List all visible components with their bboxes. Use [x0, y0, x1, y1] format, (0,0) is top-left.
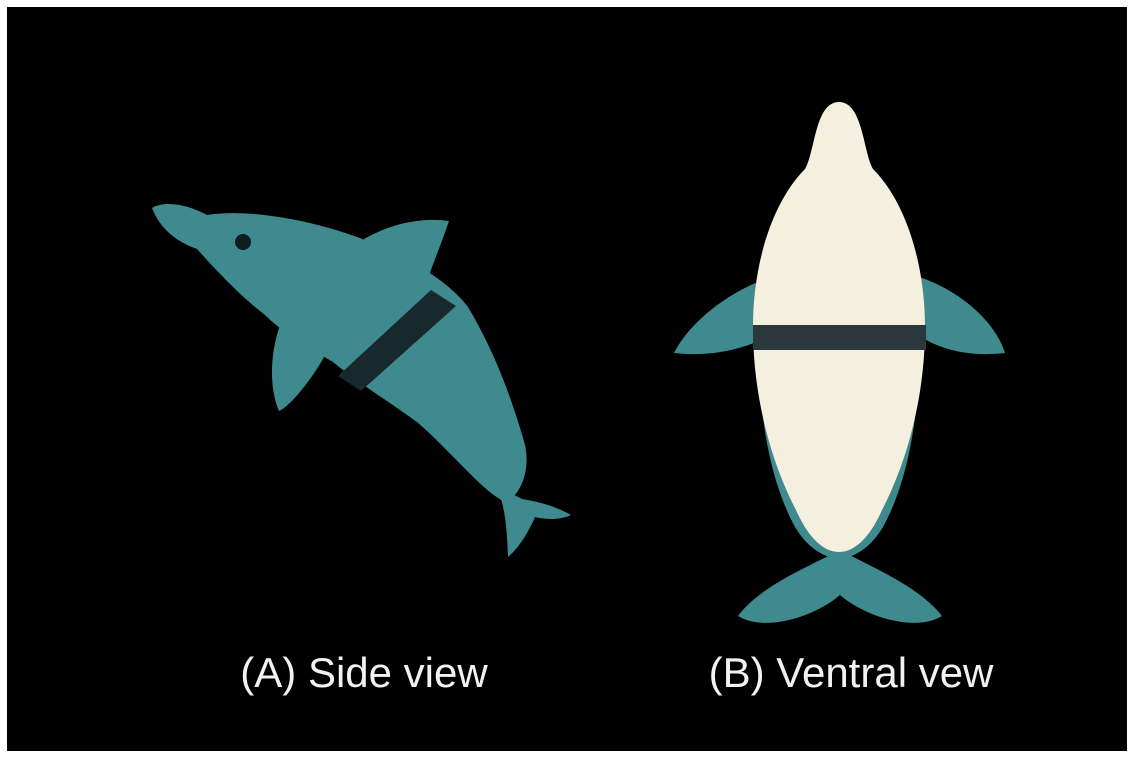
ventral-tail-fluke: [738, 552, 942, 623]
ventral-view-dolphin: [674, 102, 1005, 623]
side-view-eye: [235, 234, 251, 250]
panel-a-caption: (A) Side view: [204, 647, 524, 699]
ventral-band: [753, 325, 926, 350]
panel-b-caption: (B) Ventral vew: [681, 647, 1021, 699]
side-view-dolphin: [152, 204, 571, 557]
side-view-body: [152, 204, 527, 502]
dolphin-illustrations: [7, 7, 1127, 751]
figure-panel: (A) Side view (B) Ventral vew: [7, 7, 1127, 751]
ventral-right-flipper: [919, 277, 1005, 354]
